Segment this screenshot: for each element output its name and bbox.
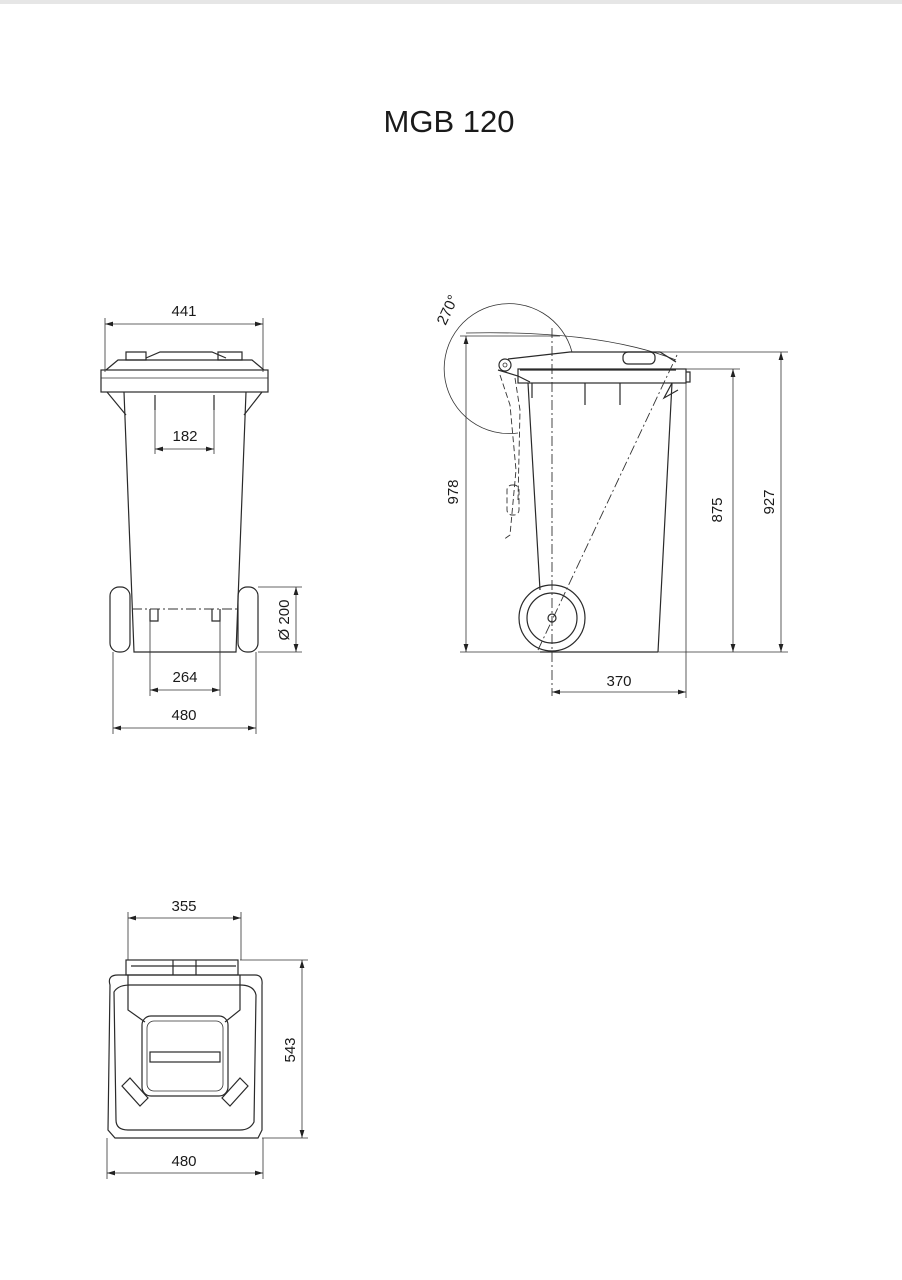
- dim-front-base-width: 264: [172, 669, 197, 686]
- dim-front-wheel-track: 480: [171, 707, 196, 724]
- drawing-title: MGB 120: [384, 104, 515, 139]
- front-view: 441 182 264 480 Ø 200: [100, 303, 302, 734]
- side-view: 270° 978 875 927 370: [434, 292, 788, 698]
- top-bar: [0, 0, 902, 4]
- dim-front-handle-spacing: 182: [172, 428, 197, 445]
- dim-top-handle-width: 355: [171, 898, 196, 915]
- dim-open-height: 978: [445, 479, 462, 504]
- dim-lid-angle: 270°: [434, 292, 463, 327]
- dim-top-depth: 543: [282, 1037, 299, 1062]
- top-view: 355 543 480: [106, 898, 308, 1179]
- dim-top-width: 480: [171, 1153, 196, 1170]
- dim-wheel-diameter: Ø 200: [276, 600, 293, 641]
- dim-front-lid-width: 441: [171, 303, 196, 320]
- dim-total-height: 927: [761, 489, 778, 514]
- dim-rim-height: 875: [709, 497, 726, 522]
- dim-depth: 370: [606, 673, 631, 690]
